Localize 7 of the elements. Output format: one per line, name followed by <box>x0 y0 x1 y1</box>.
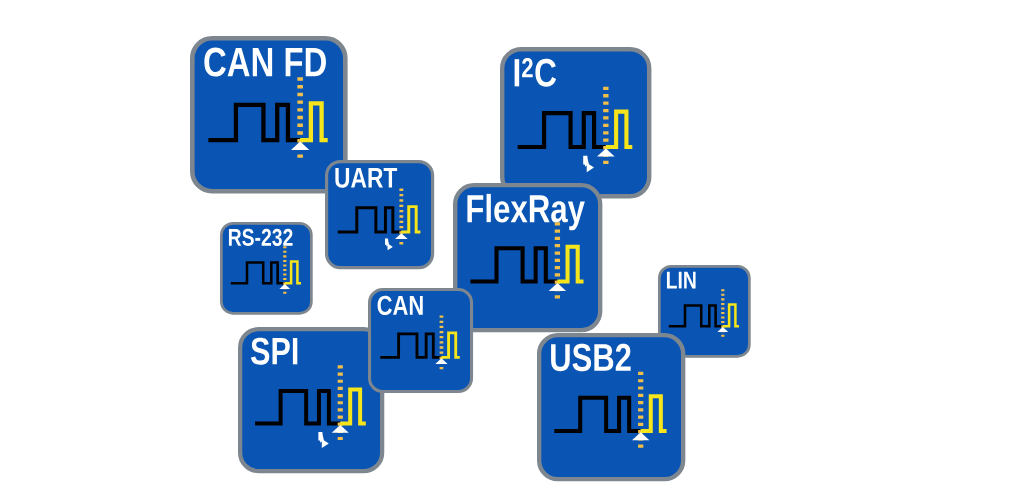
icon-tile: RS-232 <box>220 222 313 315</box>
icon-tile: UART <box>325 160 435 270</box>
icon-tile: CAN <box>368 288 474 394</box>
icon-tile: SPI <box>238 327 385 474</box>
icon-tile: USB2 <box>537 333 686 482</box>
icon-tile: LIN <box>658 265 751 358</box>
icon-tile: FlexRay <box>453 183 603 333</box>
